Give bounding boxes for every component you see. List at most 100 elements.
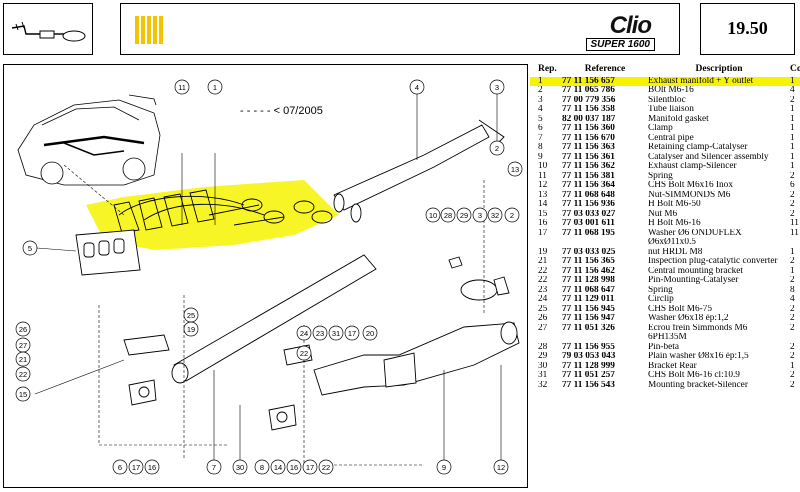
- part-description: Mounting bracket-Silencer: [648, 380, 748, 390]
- part-reference: 77 11 156 360: [562, 124, 615, 133]
- exhaust-thumbnail: [3, 3, 93, 55]
- part-description: CHS Bolt M6-16 cl:10.9: [648, 371, 740, 380]
- part-rep: 6: [538, 124, 543, 133]
- svg-text:25: 25: [187, 311, 195, 320]
- callout-5: 5: [22, 240, 38, 256]
- part-rep: 13: [538, 190, 548, 200]
- callout-16: 16: [144, 459, 160, 475]
- part-description: Central pipe: [648, 133, 694, 143]
- callout-7: 7: [206, 459, 222, 475]
- table-row[interactable]: 6PH135M: [530, 333, 800, 343]
- part-coef: 4: [790, 295, 795, 304]
- callout-23: 23: [312, 325, 328, 341]
- part-rep: 2: [538, 86, 543, 95]
- part-coef: 1: [790, 266, 795, 276]
- callout-16b: 16: [286, 459, 302, 475]
- callout-4: 4: [409, 79, 425, 95]
- brand-stripes-icon: [135, 16, 165, 44]
- part-reference: 77 11 156 361: [562, 152, 615, 162]
- svg-text:32: 32: [491, 211, 499, 220]
- part-coef: 1: [790, 152, 795, 162]
- part-rep: 15: [538, 209, 548, 219]
- part-rep: 24: [538, 295, 548, 304]
- part-reference: 77 11 156 947: [562, 314, 615, 323]
- svg-text:13: 13: [511, 165, 519, 174]
- callout-9: 9: [436, 459, 452, 475]
- svg-text:12: 12: [497, 463, 505, 472]
- col-description: Description: [695, 64, 743, 74]
- svg-text:15: 15: [19, 390, 27, 399]
- part-reference: [562, 333, 648, 343]
- part-description: Manifold gasket: [648, 114, 709, 124]
- part-coef: 2: [790, 209, 795, 219]
- svg-text:17: 17: [306, 463, 314, 472]
- part-description: Spring: [648, 171, 673, 181]
- callout-lines: [34, 90, 502, 465]
- svg-text:23: 23: [316, 329, 324, 338]
- part-coef: 11: [790, 228, 799, 238]
- svg-text:11: 11: [178, 83, 186, 92]
- svg-text:3: 3: [495, 83, 499, 92]
- diagram-svg: - - - - - < 07/2005: [15, 79, 523, 475]
- svg-text:22: 22: [19, 370, 27, 379]
- part-rep: 9: [538, 152, 543, 162]
- callout-3b: 3: [472, 207, 488, 223]
- callout-15: 15: [15, 386, 31, 402]
- table-row[interactable]: Ø6xØ11x0.5: [530, 238, 800, 248]
- svg-text:22: 22: [300, 349, 308, 358]
- part-description: CHS Bolt M6-75: [648, 304, 713, 314]
- part-reference: 77 11 156 955: [562, 342, 615, 352]
- svg-text:19: 19: [187, 325, 195, 334]
- part-reference: 77 03 001 611: [562, 219, 615, 228]
- part-description: Exhaust clamp-Silencer: [648, 162, 737, 171]
- part-coef: 2: [790, 190, 795, 200]
- part-rep: 8: [538, 143, 543, 152]
- part-reference: 77 11 156 365: [562, 257, 615, 266]
- callout-28: 28: [440, 207, 456, 223]
- exhaust-pipe-icon: [11, 21, 86, 42]
- part-rep: 3: [538, 95, 543, 105]
- part-coef: 4: [790, 86, 795, 95]
- svg-text:29: 29: [460, 211, 468, 220]
- svg-text:17: 17: [348, 329, 356, 338]
- svg-text:2: 2: [510, 211, 514, 220]
- callout-31: 31: [328, 325, 344, 341]
- part-reference: 77 11 128 999: [562, 361, 615, 371]
- part-rep: 17: [538, 228, 548, 238]
- part-coef: 1: [790, 114, 795, 124]
- part-coef: 2: [790, 342, 795, 352]
- svg-text:9: 9: [442, 463, 446, 472]
- svg-text:20: 20: [366, 329, 374, 338]
